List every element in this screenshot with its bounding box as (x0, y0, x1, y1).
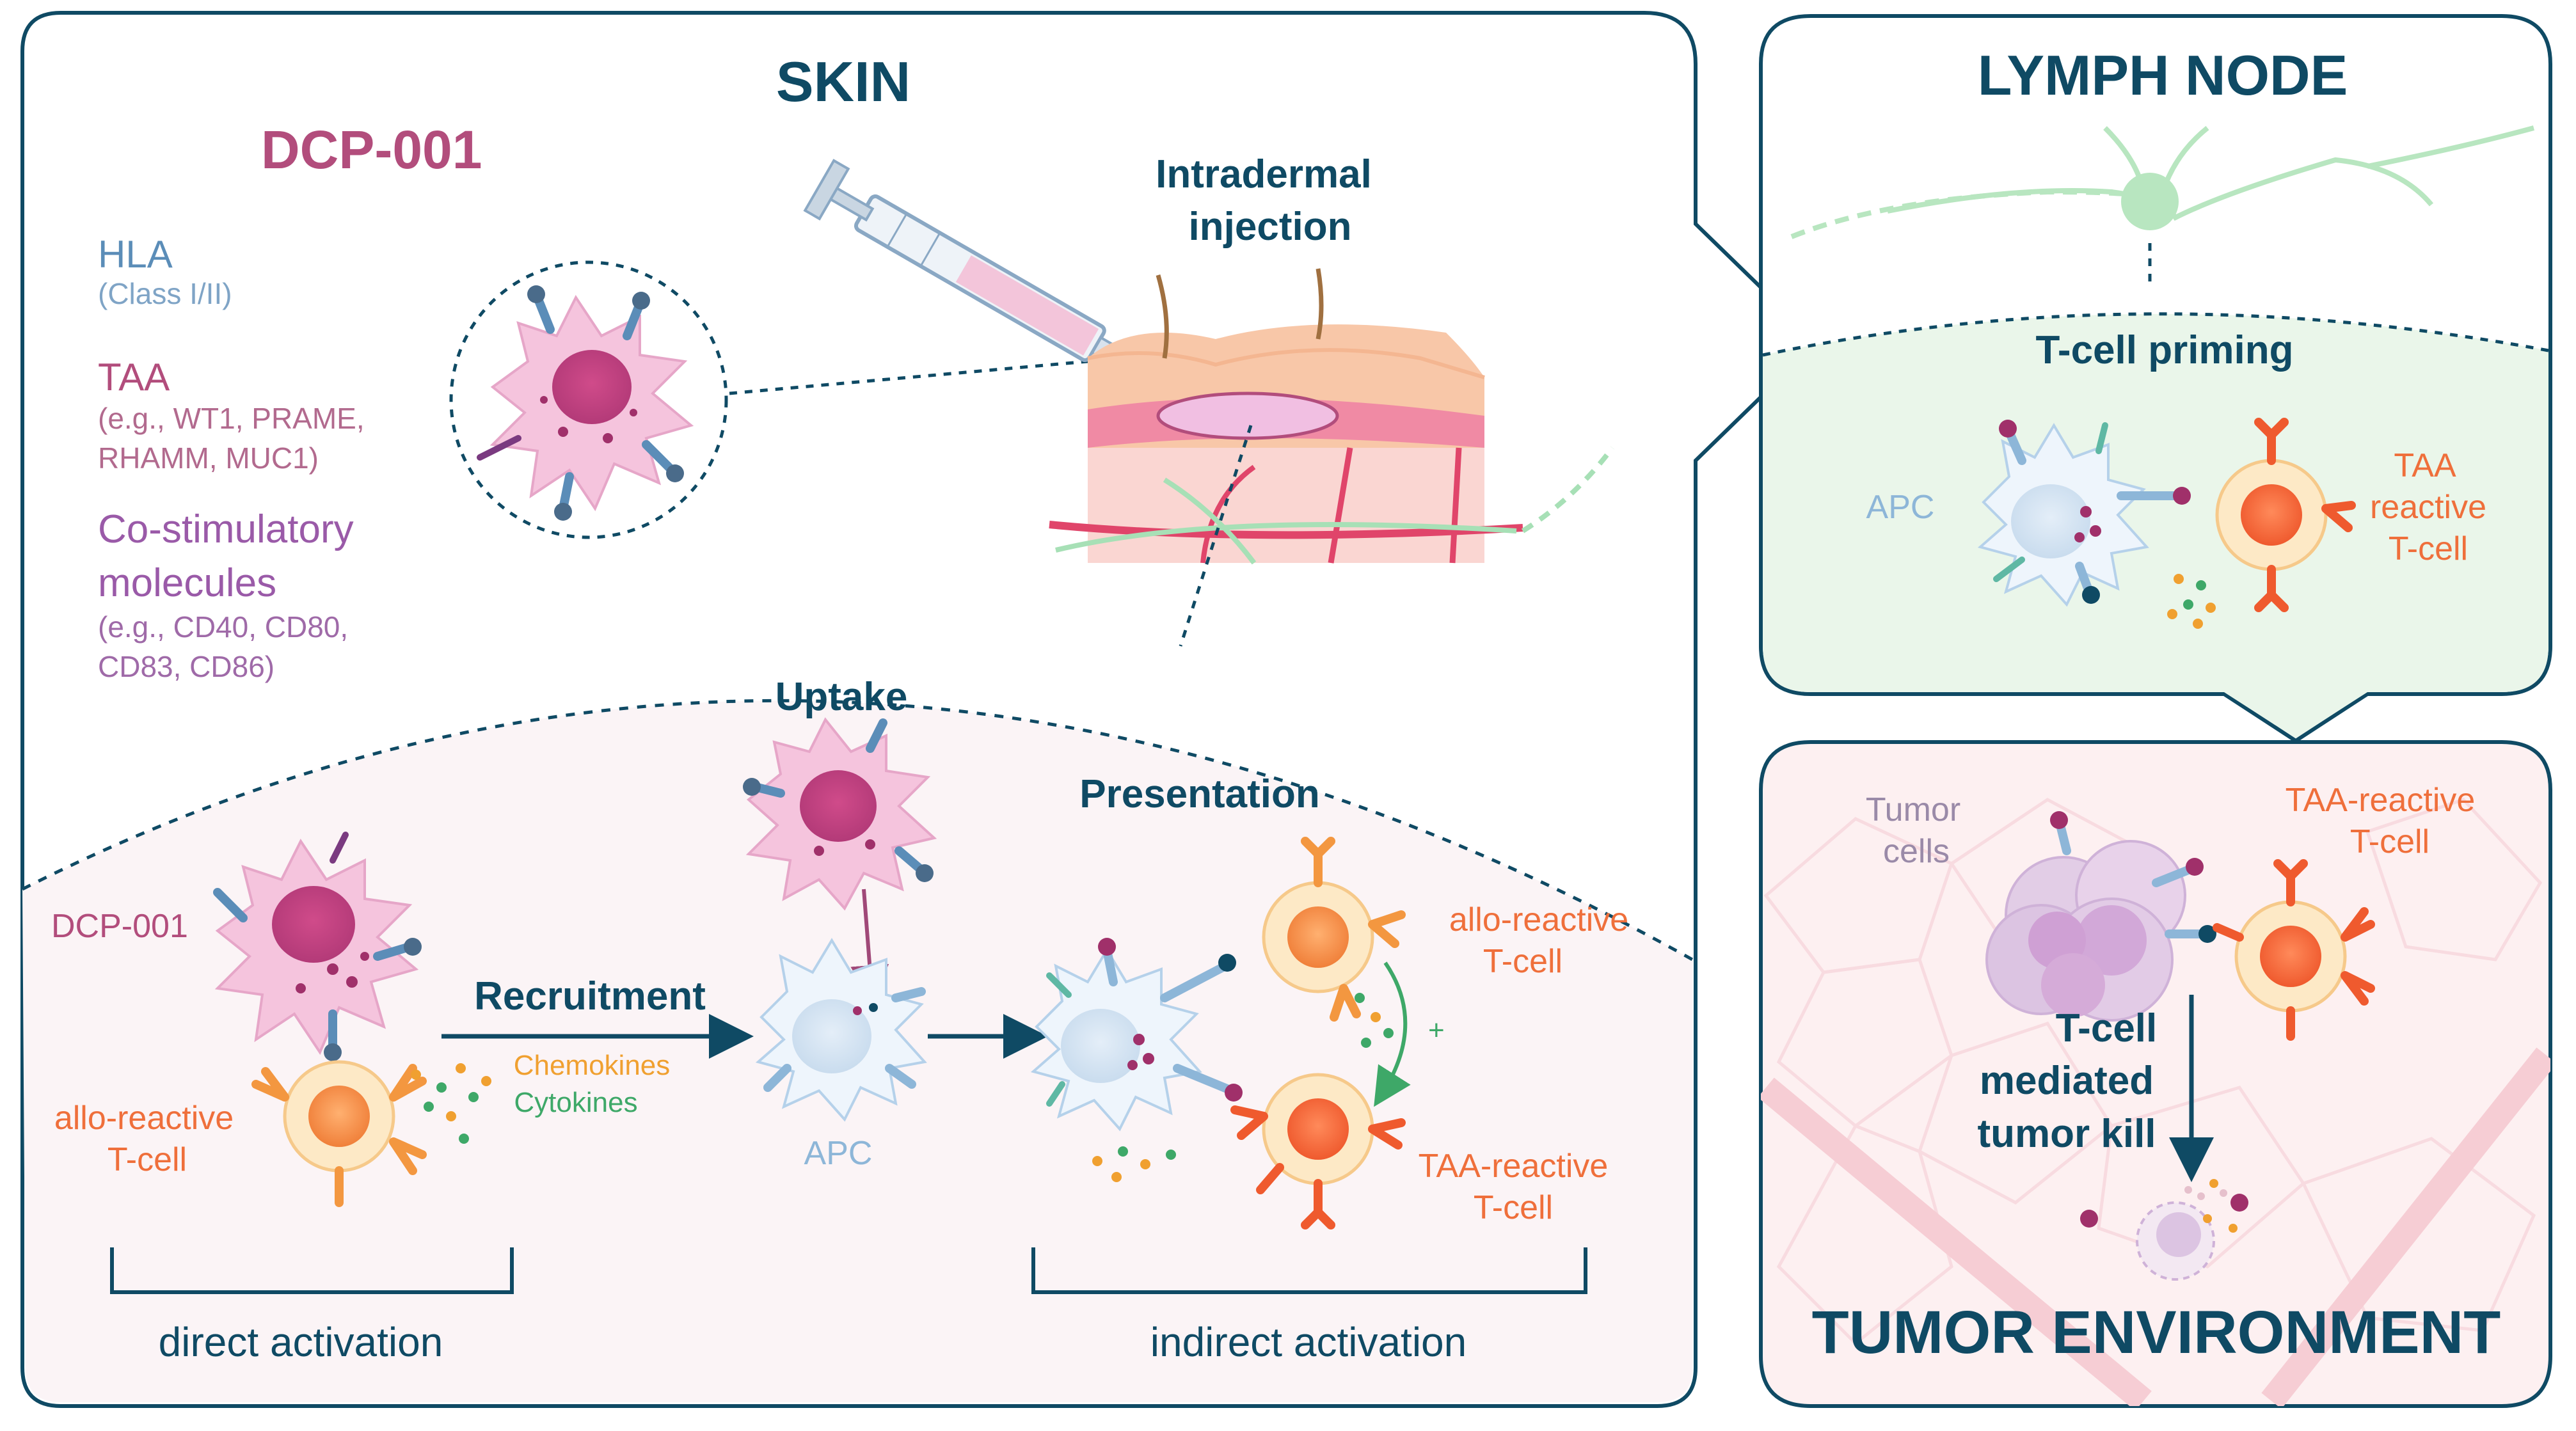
dcp001-cell-icon (477, 285, 694, 521)
taa-sub-1: (e.g., WT1, PRAME, (98, 402, 365, 435)
hla-sub: (Class I/II) (98, 277, 232, 310)
dcp-zoom-circle (449, 260, 1088, 539)
skin-title: SKIN (776, 50, 910, 113)
lymph-node-title: LYMPH NODE (1978, 43, 2348, 107)
lymph-taa-label-3: T-cell (2389, 530, 2468, 567)
tumor-cells-label-2: cells (1883, 833, 1950, 870)
dying-tumor-cell (2080, 1179, 2248, 1281)
chemokines-label: Chemokines (514, 1050, 671, 1081)
uptake-dcp001-cell (743, 717, 937, 911)
cytokines-label: Cytokines (514, 1087, 637, 1118)
skin-cross-section: Intradermal injection (1049, 152, 1615, 647)
kill-label-3: tumor kill (1977, 1112, 2156, 1156)
presentation-synapse-top (1160, 961, 1230, 1002)
hla-label: HLA (98, 233, 173, 276)
lymph-apc-label: APC (1866, 489, 1935, 526)
direct-bracket (110, 1247, 514, 1294)
tumor-cells-label-1: Tumor (1866, 791, 1960, 828)
injection-label-1: Intradermal (1156, 152, 1372, 196)
cytokine-dots-right (1092, 993, 1394, 1182)
kill-label-2: mediated (1980, 1059, 2154, 1103)
tumor-panel: TUMOR ENVIRONMENT Tumor cells TAA-reacti… (1759, 740, 2552, 1408)
composition-legend: DCP-001 HLA (Class I/II) TAA (e.g., WT1,… (98, 120, 482, 683)
costim-sub-2: CD83, CD86) (98, 650, 274, 683)
costim-label-2: molecules (98, 561, 276, 605)
tcell-priming-label: T-cell priming (2035, 328, 2293, 372)
costim-sub-1: (e.g., CD40, CD80, (98, 610, 348, 644)
allo-tcell-right-label-2: T-cell (1483, 943, 1562, 980)
lymph-taa-tcell (2215, 418, 2356, 612)
tumor-env-title: TUMOR ENVIRONMENT (1812, 1299, 2501, 1366)
taa-tcell-label-2: T-cell (1474, 1189, 1553, 1226)
tumor-cell-cluster (1985, 840, 2186, 1022)
lymph-node-panel: LYMPH NODE T-cell priming APC (1759, 14, 2552, 743)
recruitment-label: Recruitment (474, 974, 706, 1018)
lymph-apc-cell (1977, 420, 2149, 607)
lymph-taa-label-1: TAA (2394, 447, 2456, 484)
activation-arrow (1374, 961, 1411, 1107)
indirect-bracket (1031, 1247, 1587, 1294)
kill-label-1: T-cell (2056, 1006, 2158, 1050)
dcp001-cell-label: DCP-001 (51, 908, 188, 945)
lymph-taa-label-2: reactive (2370, 489, 2486, 526)
dcp001-heading: DCP-001 (261, 120, 482, 180)
apc-cell-middle (755, 938, 927, 1122)
tumor-taa-label-1: TAA-reactive (2286, 782, 2476, 819)
presentation-synapse-bottom (1173, 1064, 1236, 1095)
taa-label: TAA (98, 356, 170, 399)
injection-label-2: injection (1189, 205, 1352, 249)
lymph-cytokine-dots (2167, 574, 2216, 629)
allo-reactive-tcell-right (1262, 837, 1406, 1022)
indirect-activation-label: indirect activation (1150, 1319, 1467, 1365)
taa-tcell-label-1: TAA-reactive (1419, 1148, 1609, 1185)
presentation-label: Presentation (1079, 772, 1320, 816)
lymph-node-icon (2121, 173, 2179, 230)
taa-sub-2: RHAMM, MUC1) (98, 441, 319, 475)
apc-middle-label: APC (804, 1135, 873, 1172)
allo-tcell-left-label-1: allo-reactive (54, 1100, 234, 1137)
allo-reactive-tcell-left (251, 1060, 427, 1207)
dcp001-cell (213, 832, 422, 1061)
plus-sign: + (1428, 1015, 1445, 1046)
uptake-label: Uptake (775, 675, 908, 719)
allo-tcell-left-label-2: T-cell (107, 1141, 187, 1178)
tumor-taa-label-2: T-cell (2350, 823, 2429, 860)
allo-tcell-right-label-1: allo-reactive (1449, 901, 1628, 938)
apc-cell-presenting (1030, 938, 1202, 1132)
taa-reactive-tcell (1230, 1073, 1406, 1229)
lymph-priming-bg (1763, 313, 2548, 738)
tumor-taa-tcell (2213, 859, 2375, 1041)
direct-activation-label: direct activation (159, 1319, 443, 1365)
costim-label-1: Co-stimulatory (98, 507, 354, 551)
process-area-border (21, 699, 1694, 961)
cytokine-dots-left (411, 1063, 491, 1144)
